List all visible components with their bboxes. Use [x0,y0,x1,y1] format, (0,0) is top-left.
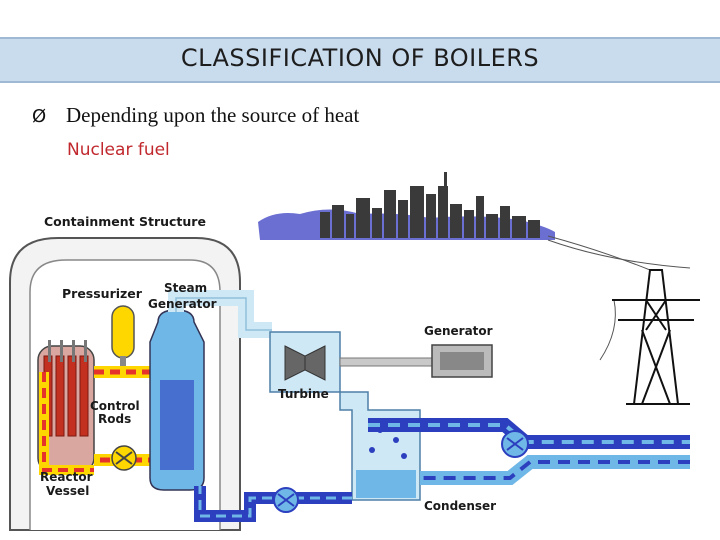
label-condenser: Condenser [424,499,496,513]
label-pressurizer: Pressurizer [62,286,143,301]
label-reactor-vessel-2: Vessel [46,484,89,498]
label-steam-generator-2: Generator [148,297,217,311]
label-reactor-vessel-1: Reactor [40,470,93,484]
generator [431,344,493,378]
cooling-pump-icon [501,430,529,458]
bullet-point: Ø Depending upon the source of heat [32,103,359,128]
pylon-icon [612,269,700,405]
feedwater-line [194,486,352,522]
steam-generator [149,309,205,491]
label-control-rods-1: Control [90,399,140,413]
turbine [269,331,341,393]
shaft [339,357,433,367]
primary-pump-icon [111,445,137,471]
transmission-line [547,235,691,361]
label-control-rods-2: Rods [98,412,131,426]
sub-point: Nuclear fuel [67,140,170,160]
slide-title: CLASSIFICATION OF BOILERS [180,44,540,72]
condenser [339,391,421,501]
label-turbine: Turbine [278,387,329,401]
city-skyline [258,172,555,240]
feed-pump-icon [273,487,299,513]
bullet-text: Depending upon the source of heat [66,103,360,127]
title-bar [0,37,720,83]
label-containment: Containment Structure [44,214,206,229]
label-generator: Generator [424,324,493,338]
pressurizer [111,305,135,370]
steam-line [168,290,272,338]
label-steam-generator-1: Steam [164,281,207,295]
bullet-arrow-icon: Ø [32,106,47,127]
